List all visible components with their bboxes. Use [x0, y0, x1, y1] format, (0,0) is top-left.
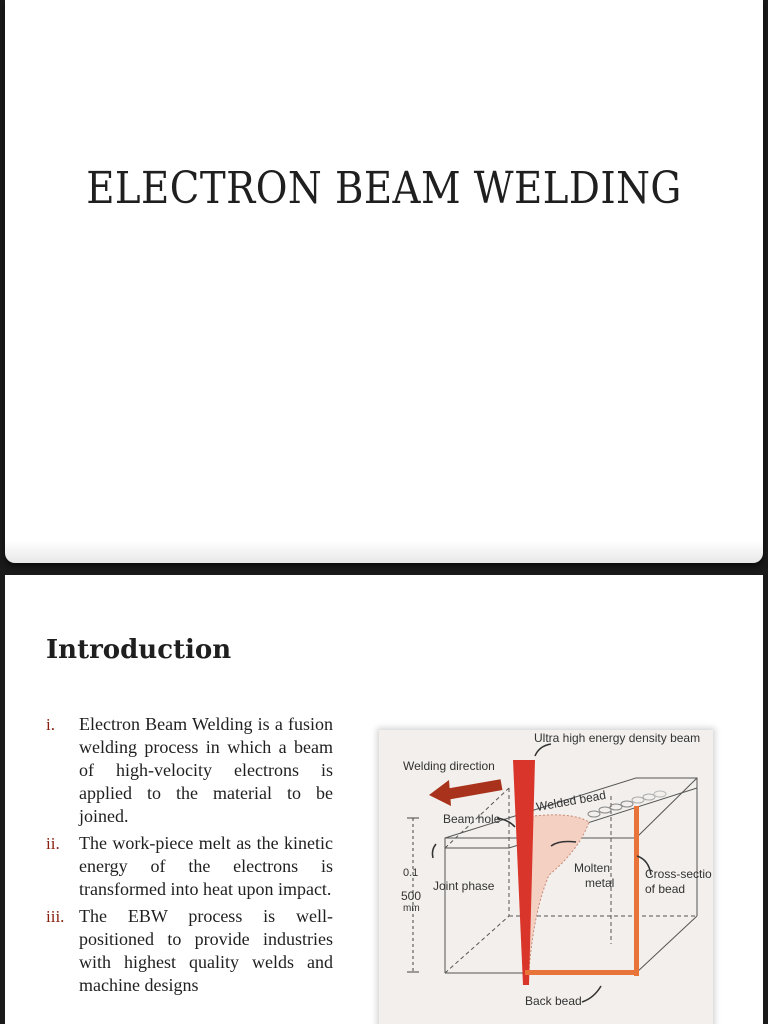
ebw-diagram: Ultra high energy density beam Welding d… [379, 730, 713, 1024]
molten-metal-pool [518, 814, 590, 971]
dimension-marker [407, 817, 419, 973]
list-number: i. [46, 715, 55, 734]
molten-metal-label: Molten [574, 861, 610, 875]
list-item: ii. The work-piece melt as the kinetic e… [39, 832, 333, 901]
list-item: iii. The EBW process is well-positioned … [39, 905, 333, 997]
list-text: Electron Beam Welding is a fusion weldin… [79, 714, 333, 826]
back-bead-label: Back bead [525, 994, 582, 1008]
ebw-diagram-svg: Ultra high energy density beam Welding d… [401, 731, 712, 1008]
cross-section-label: of bead [645, 882, 685, 896]
list-text: The EBW process is well-positioned to pr… [79, 906, 333, 995]
dimension-unit-label: mm [403, 903, 420, 914]
leader-lines [431, 743, 652, 1003]
cross-section-label: Cross-sectio [645, 867, 712, 881]
bead-cross-section [525, 806, 639, 976]
molten-metal-label: metal [585, 876, 614, 890]
welded-bead-trail [587, 790, 667, 818]
list-item: i. Electron Beam Welding is a fusion wel… [39, 713, 333, 828]
dimension-value-label: 0.1 [403, 867, 418, 879]
list-number: iii. [46, 907, 65, 926]
beam-hole-label: Beam hole [443, 812, 501, 826]
electron-beam [513, 760, 535, 985]
direction-arrow-icon [429, 779, 503, 806]
intro-list: i. Electron Beam Welding is a fusion wel… [39, 713, 333, 1001]
joint-phase-label: Joint phase [433, 879, 495, 893]
dimension-value-label: 500 [401, 889, 421, 903]
introduction-slide: Introduction i. Electron Beam Welding is… [5, 575, 763, 1024]
slide-heading: Introduction [46, 635, 232, 665]
direction-label: Welding direction [403, 759, 495, 773]
title-slide: ELECTRON BEAM WELDING [5, 0, 763, 563]
slide-title: ELECTRON BEAM WELDING [86, 163, 682, 214]
welded-bead-label: Welded bead [535, 788, 607, 814]
list-number: ii. [46, 834, 60, 853]
beam-label: Ultra high energy density beam [534, 731, 700, 745]
list-text: The work-piece melt as the kinetic energ… [79, 833, 333, 899]
